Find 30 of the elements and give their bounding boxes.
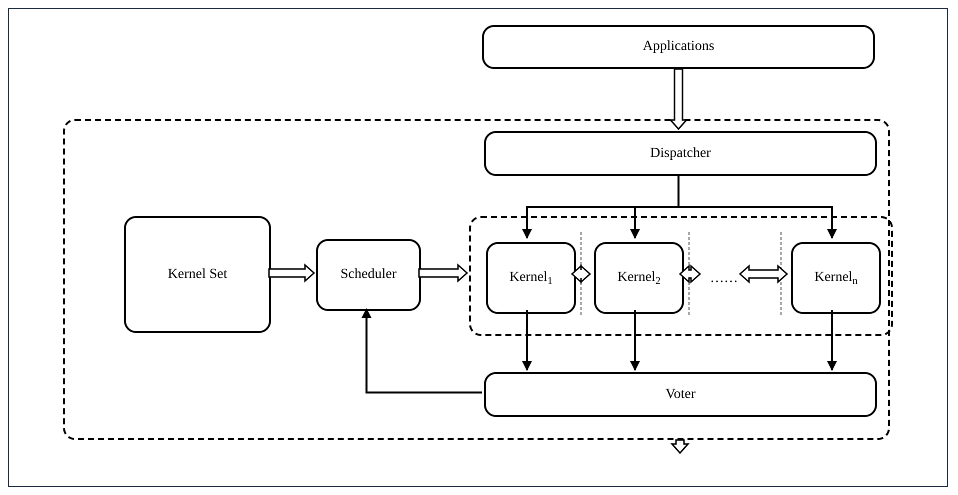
- box-label: Kernel$_{n}$: [814, 269, 858, 287]
- hollow-arrow: [678, 264, 702, 284]
- box-label: Scheduler: [340, 266, 396, 284]
- box-label: Dispatcher: [650, 144, 711, 162]
- hollow-arrow: [668, 68, 688, 130]
- arrow: [362, 308, 482, 394]
- process-box: [484, 131, 877, 176]
- process-box: [594, 242, 684, 314]
- hollow-arrow: [738, 264, 788, 284]
- ellipsis-text: ……: [704, 266, 744, 290]
- hollow-arrow: [268, 263, 316, 283]
- box-label: Kernel$_{2}$: [617, 269, 661, 287]
- dashed-region: [469, 216, 893, 336]
- hollow-arrow: [570, 264, 592, 284]
- arrow: [522, 310, 532, 371]
- process-box: [486, 242, 576, 314]
- process-box: [482, 25, 875, 69]
- process-box: [791, 242, 881, 314]
- hollow-arrow: [418, 263, 468, 283]
- dashed-region: [63, 119, 890, 440]
- process-box: [484, 372, 877, 417]
- box-label: Kernel$_{1}$: [509, 269, 553, 287]
- arrow: [630, 310, 640, 371]
- process-box: [316, 239, 421, 311]
- box-label: Kernel Set: [168, 266, 228, 284]
- process-box: [124, 216, 271, 333]
- box-label: Voter: [665, 386, 696, 404]
- box-label: Applications: [642, 38, 714, 56]
- arrow: [827, 310, 837, 371]
- hollow-arrow: [670, 439, 690, 454]
